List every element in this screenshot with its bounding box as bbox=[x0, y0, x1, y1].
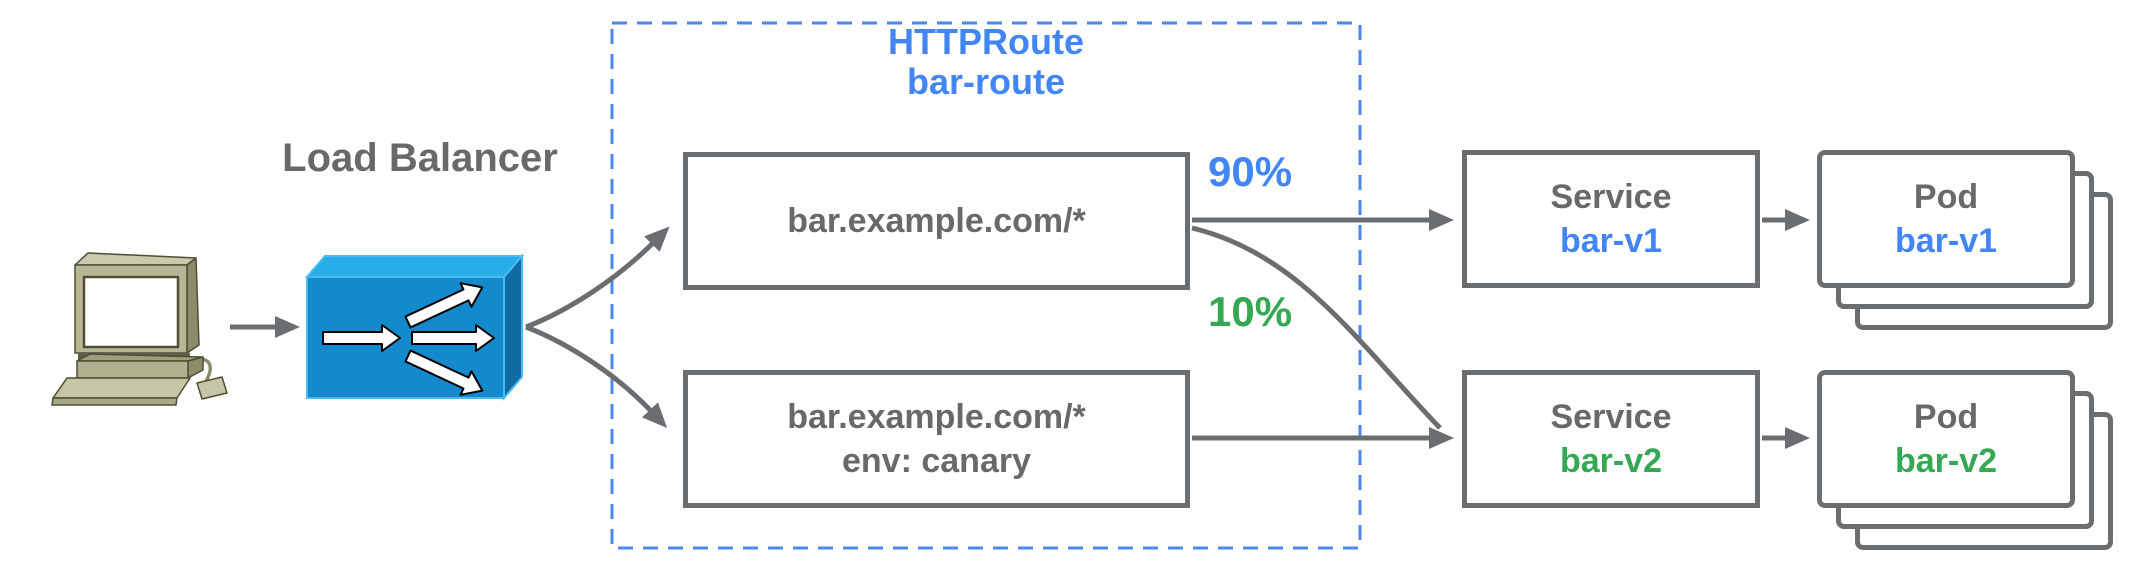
rule-match-hostname: bar.example.com/* bbox=[787, 202, 1086, 240]
service-kind: Service bbox=[1550, 178, 1672, 216]
mouse-cable bbox=[189, 357, 212, 384]
service-name: bar-v2 bbox=[1559, 442, 1663, 480]
rule-match-hostname: bar.example.com/* bbox=[787, 398, 1086, 436]
httproute-kind: HTTPRoute bbox=[888, 21, 1084, 62]
load-balancer-icon bbox=[304, 253, 525, 401]
pod-bar-v1-stack: Pod bar-v1 bbox=[1817, 150, 2117, 340]
pod-bar-v2-box: Pod bar-v2 bbox=[1817, 370, 2075, 508]
pod-kind: Pod bbox=[1913, 398, 1979, 436]
arrow-lb-to-rule-top bbox=[525, 226, 670, 330]
httproute-title: HTTPRoute bar-route bbox=[612, 22, 1360, 102]
pod-name: bar-v2 bbox=[1894, 442, 1998, 480]
keyboard bbox=[52, 377, 191, 399]
split-arrows-glyph bbox=[322, 282, 495, 396]
service-bar-v1-box: Service bar-v1 bbox=[1462, 150, 1760, 288]
monitor-screen bbox=[82, 275, 180, 349]
mouse bbox=[196, 376, 228, 400]
service-bar-v2-box: Service bar-v2 bbox=[1462, 370, 1760, 508]
load-balancer-label: Load Balancer bbox=[282, 136, 558, 180]
pod-kind: Pod bbox=[1913, 178, 1979, 216]
traffic-weight-10: 10% bbox=[1208, 288, 1293, 335]
httproute-name: bar-route bbox=[906, 61, 1065, 102]
pod-name: bar-v1 bbox=[1894, 222, 1998, 260]
rule-match-header: env: canary bbox=[842, 442, 1031, 480]
service-name: bar-v1 bbox=[1559, 222, 1663, 260]
arrow-lb-to-rule-bottom bbox=[525, 324, 668, 428]
pod-bar-v2-stack: Pod bar-v2 bbox=[1817, 370, 2117, 560]
rule-box-canary: bar.example.com/* env: canary bbox=[683, 370, 1190, 508]
traffic-weight-90: 90% bbox=[1208, 148, 1293, 195]
pod-bar-v1-box: Pod bar-v1 bbox=[1817, 150, 2075, 288]
service-kind: Service bbox=[1550, 398, 1672, 436]
client-computer-icon bbox=[51, 252, 228, 406]
rule-box-main: bar.example.com/* bbox=[683, 152, 1190, 290]
